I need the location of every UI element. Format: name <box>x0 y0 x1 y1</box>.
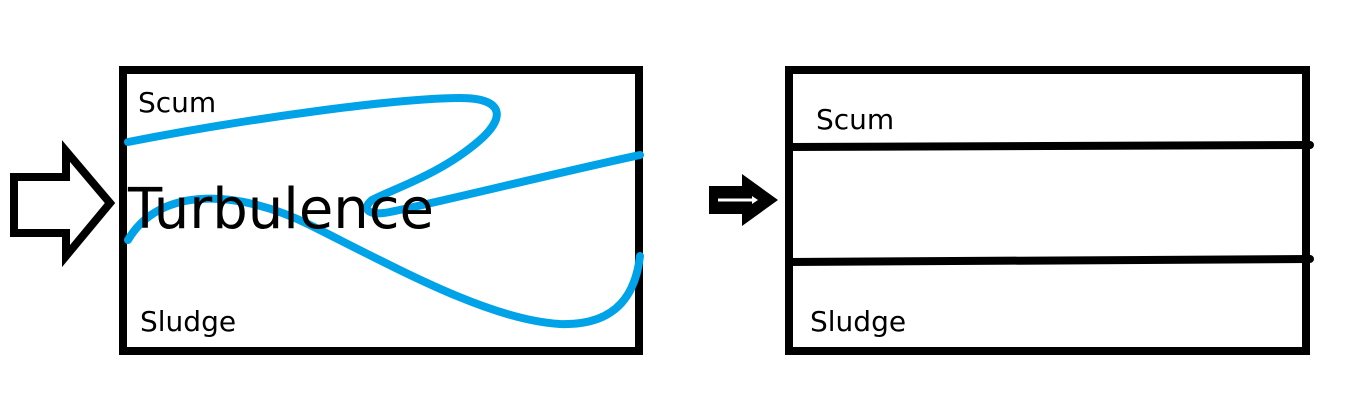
turbulent-tank-box <box>119 66 643 355</box>
sludge-label: Sludge <box>810 305 906 338</box>
turbulence-line <box>124 94 644 218</box>
sludge-label: Sludge <box>140 305 236 338</box>
scum-layer-divider <box>785 141 1314 151</box>
layered-tank-box <box>785 66 1310 355</box>
turbulence-label: Turbulence <box>127 177 434 242</box>
layered-tank-panel: Scum Sludge <box>709 66 1314 355</box>
turbulence-line <box>124 194 644 329</box>
sludge-layer-divider <box>785 255 1314 266</box>
scum-label: Scum <box>816 103 894 136</box>
turbulent-tank-panel: Scum Turbulence Sludge <box>10 66 644 355</box>
arrow-inner-head <box>752 196 758 204</box>
scum-label: Scum <box>138 86 216 119</box>
hollow-arrow-right-icon <box>10 140 116 268</box>
